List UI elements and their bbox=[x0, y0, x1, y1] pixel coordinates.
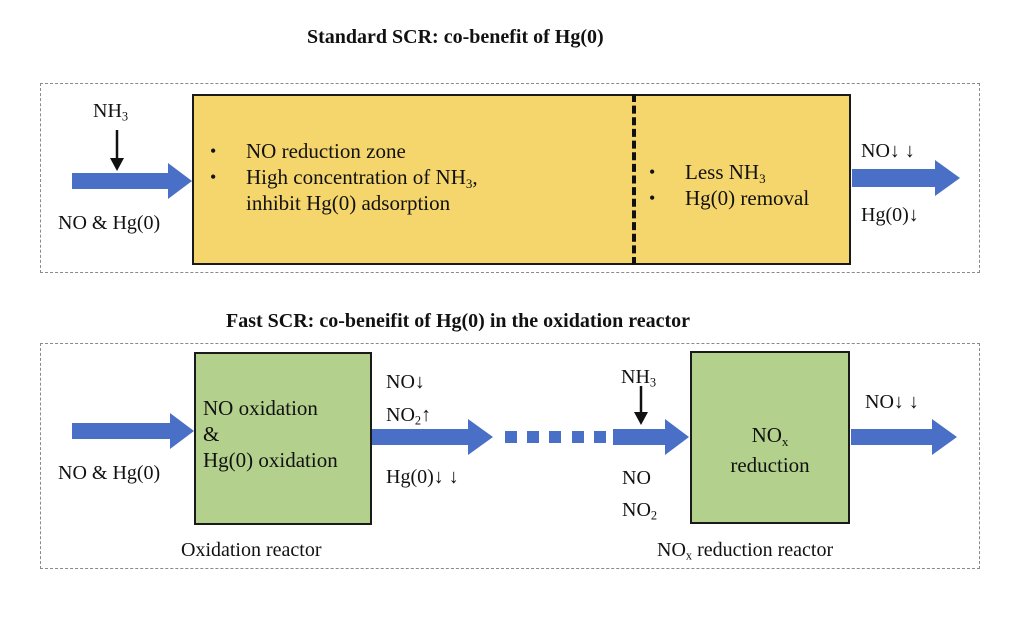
mid-no2-label: NO2↑ bbox=[386, 404, 432, 428]
reduction-inlet-species: NO NO2 bbox=[622, 467, 658, 523]
bullet-no-reduction-zone: NO reduction zone bbox=[198, 138, 478, 164]
standard-outlet-arrow bbox=[852, 160, 960, 196]
dotted-connector bbox=[505, 431, 606, 443]
standard-nh3-label: NH3 bbox=[93, 100, 129, 124]
nox-reduction-reactor-text: NOx reduction bbox=[730, 423, 810, 477]
oxidation-reactor bbox=[194, 352, 372, 525]
zone-divider bbox=[632, 94, 636, 265]
fast-inlet-flow-label: NO & Hg(0) bbox=[58, 462, 161, 484]
bullet-high-nh3: High concentration of NH3, inhibit Hg(0)… bbox=[198, 164, 478, 216]
standard-outlet-hg-label: Hg(0)↓ bbox=[861, 204, 919, 226]
standard-scr-title: Standard SCR: co-benefit of Hg(0) bbox=[307, 26, 604, 48]
fast-outlet-no-label: NO↓ ↓ bbox=[865, 391, 919, 413]
reduction-zone-bullets: NO reduction zone High concentration of … bbox=[198, 138, 478, 216]
oxidation-outlet-arrow bbox=[372, 419, 493, 455]
oxidation-reactor-text: NO oxidation & Hg(0) oxidation bbox=[203, 396, 338, 472]
mid-no-label: NO↓ bbox=[386, 371, 425, 393]
fast-inlet-arrow bbox=[72, 413, 194, 449]
fast-outlet-arrow bbox=[851, 419, 957, 455]
oxidation-reactor-label: Oxidation reactor bbox=[181, 539, 322, 561]
standard-outlet-no-label: NO↓ ↓ bbox=[861, 140, 915, 162]
reduction-inlet-arrow bbox=[613, 419, 689, 455]
fast-nh3-down-arrow bbox=[634, 386, 648, 425]
bullet-less-nh3: Less NH3 bbox=[637, 159, 809, 185]
standard-scr-panel bbox=[40, 83, 980, 273]
mid-hg-label: Hg(0)↓ ↓ bbox=[386, 466, 459, 488]
nox-reduction-reactor-label: NOx reduction reactor bbox=[657, 539, 834, 563]
removal-zone-bullets: Less NH3 Hg(0) removal bbox=[637, 159, 809, 211]
bullet-hg-removal: Hg(0) removal bbox=[637, 185, 809, 211]
fast-scr-panel bbox=[40, 343, 980, 569]
fast-scr-title: Fast SCR: co-beneifit of Hg(0) in the ox… bbox=[226, 310, 691, 332]
standard-nh3-down-arrow bbox=[110, 130, 124, 171]
standard-inlet-arrow bbox=[72, 163, 192, 199]
standard-inlet-flow-label: NO & Hg(0) bbox=[58, 212, 161, 234]
fast-nh3-label: NH3 bbox=[621, 366, 657, 390]
nox-reduction-reactor bbox=[690, 351, 850, 524]
